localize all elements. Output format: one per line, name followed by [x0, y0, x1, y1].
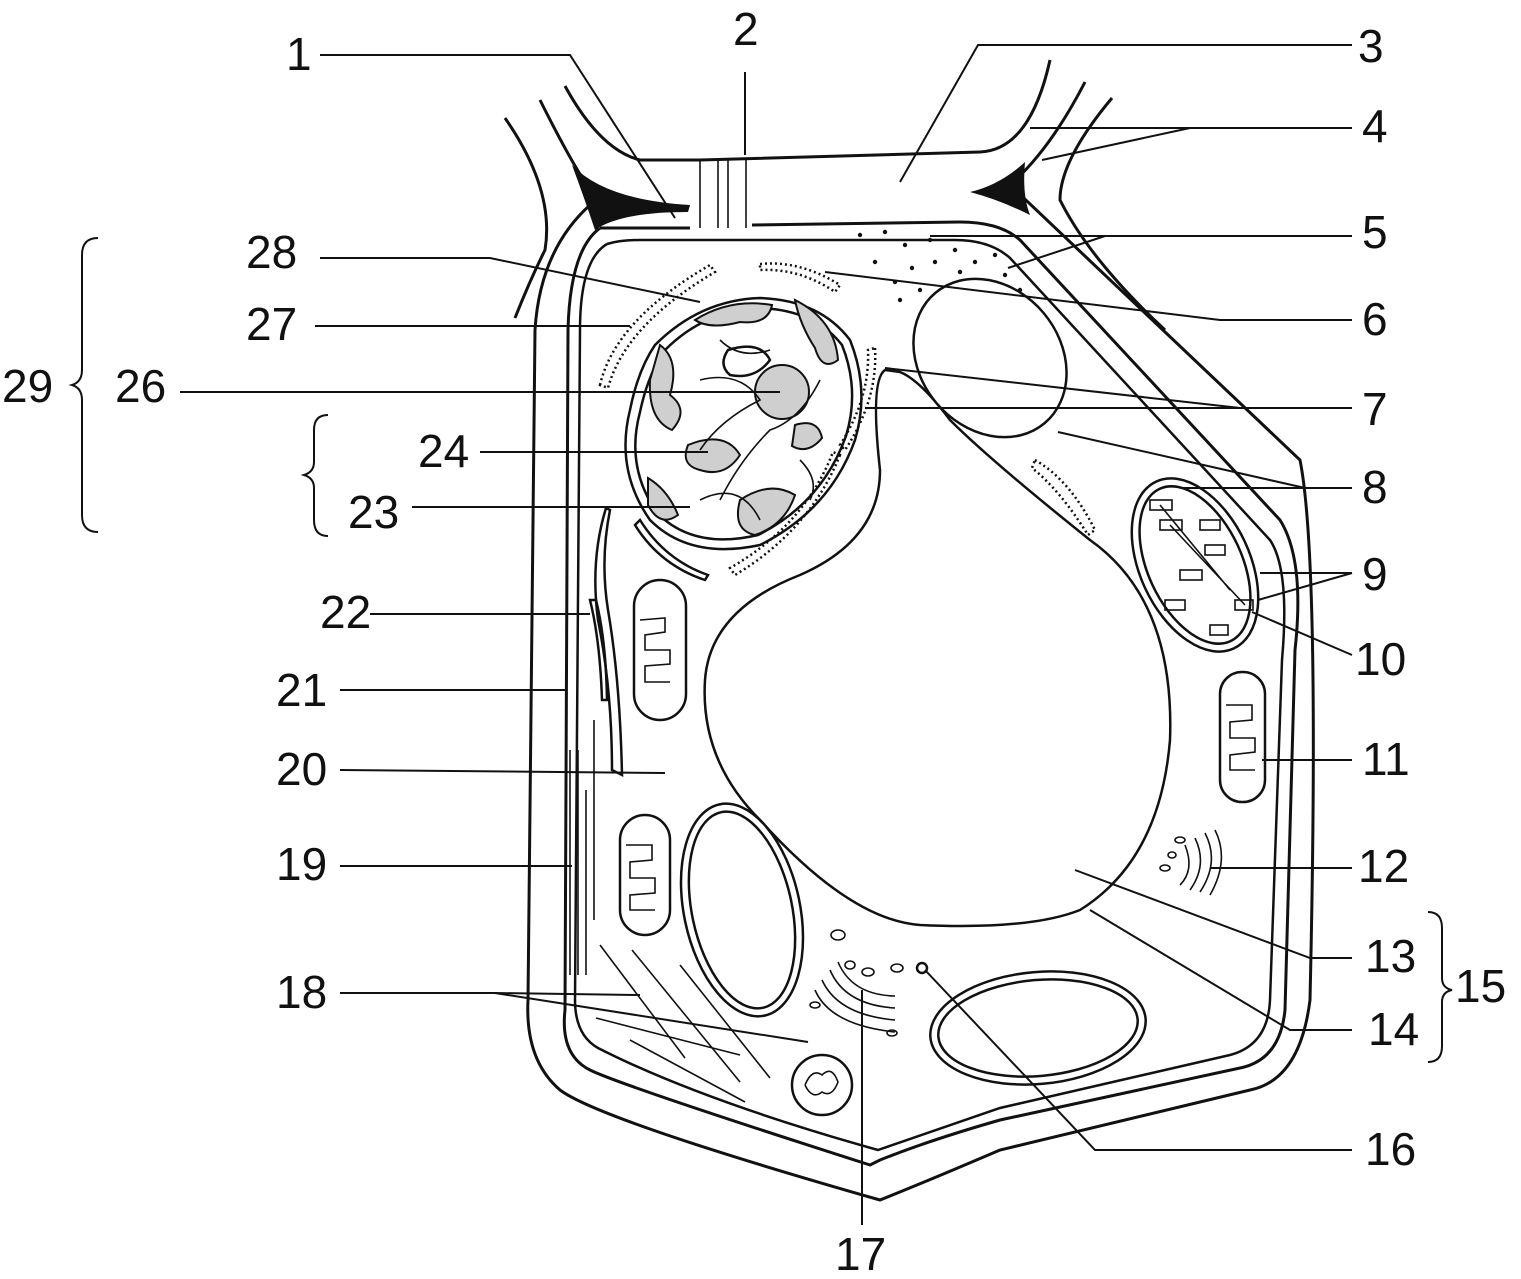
nucleus — [598, 262, 877, 582]
number-labels: 1 2 3 4 5 6 7 8 9 10 11 12 13 14 15 16 1… — [2, 3, 1506, 1279]
label-4: 4 — [1362, 100, 1388, 152]
brace-29 — [68, 237, 99, 533]
plastid-left — [679, 802, 805, 1018]
label-28: 28 — [246, 226, 297, 278]
label-24: 24 — [418, 425, 469, 477]
label-26: 26 — [115, 360, 166, 412]
label-16: 16 — [1365, 1123, 1416, 1175]
central-vacuole — [703, 368, 1172, 928]
rough-er-right — [1030, 458, 1097, 537]
label-23: 23 — [348, 486, 399, 538]
label-14: 14 — [1368, 1003, 1419, 1055]
brace-23-24 — [300, 414, 329, 537]
chloroplast — [1130, 477, 1260, 653]
label-18: 18 — [276, 966, 327, 1018]
plasmodesma — [699, 158, 747, 228]
golgi-right — [1159, 829, 1223, 896]
label-12: 12 — [1358, 840, 1409, 892]
plastid-top — [912, 277, 1068, 439]
label-29: 29 — [2, 360, 53, 412]
label-5: 5 — [1362, 206, 1388, 258]
er-strand-left — [588, 598, 609, 702]
middle-lamella-right — [970, 162, 1030, 215]
leader-lines — [180, 44, 1353, 1225]
mitochondrion-1 — [632, 578, 688, 722]
plastid-bottom-inner — [937, 978, 1139, 1078]
brace-15 — [1427, 911, 1453, 1063]
label-9: 9 — [1362, 548, 1388, 600]
mitochondrion-4 — [790, 1053, 854, 1117]
microtubules — [569, 720, 595, 975]
plastid-bottom — [929, 970, 1147, 1086]
label-10: 10 — [1355, 633, 1406, 685]
label-2: 2 — [733, 3, 759, 55]
microfilaments — [595, 944, 771, 1103]
label-13: 13 — [1365, 930, 1416, 982]
label-17: 17 — [835, 1228, 886, 1279]
label-1: 1 — [286, 28, 312, 80]
label-19: 19 — [276, 838, 327, 890]
label-7: 7 — [1362, 383, 1388, 435]
cell-wall — [503, 59, 1315, 1202]
label-21: 21 — [276, 664, 327, 716]
mitochondrion-2 — [1218, 670, 1267, 804]
er-tubule-left — [594, 506, 624, 778]
label-8: 8 — [1362, 461, 1388, 513]
label-22: 22 — [320, 586, 371, 638]
label-27: 27 — [246, 298, 297, 350]
label-3: 3 — [1358, 20, 1384, 72]
label-20: 20 — [276, 743, 327, 795]
plastid-left-inner — [687, 810, 797, 1010]
label-11: 11 — [1362, 733, 1410, 785]
label-15: 15 — [1455, 960, 1506, 1012]
mitochondrion-3 — [618, 813, 672, 937]
middle-lamella-left — [572, 165, 690, 230]
label-6: 6 — [1362, 293, 1388, 345]
golgi-bottom — [809, 929, 904, 1037]
